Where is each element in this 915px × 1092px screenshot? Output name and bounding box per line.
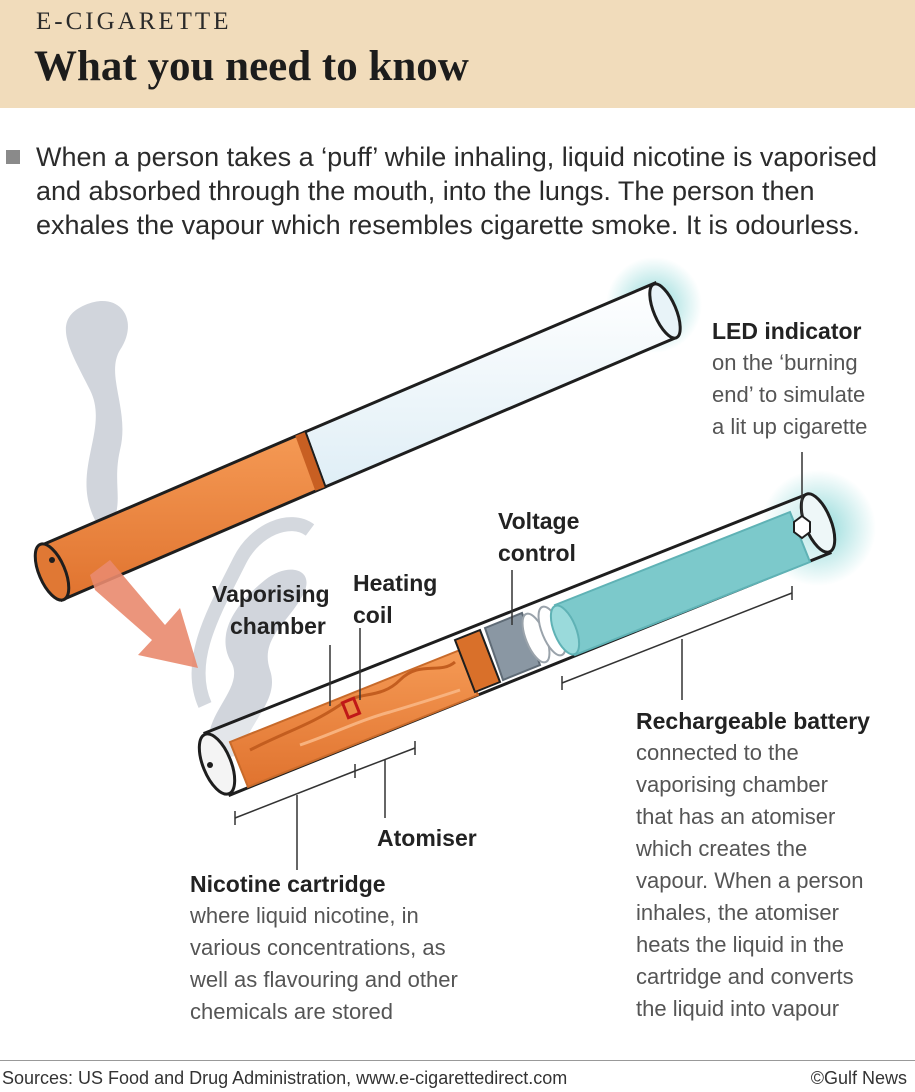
sources-text: Sources: US Food and Drug Administration… [2,1068,568,1088]
battery-desc-8: cartridge and converts [636,964,854,989]
heating-line-1: Heating [353,570,438,596]
led-desc-3: a lit up cigarette [712,414,868,439]
nicotine-desc-3: well as flavouring and other [190,967,458,992]
voltage-line-1: Voltage [498,508,580,534]
bullet-square-icon [6,150,20,164]
battery-desc-7: heats the liquid in the [636,932,844,957]
label-voltage-control: Voltage control [498,505,579,569]
nicotine-desc-1: where liquid nicotine, in [190,903,419,928]
vaporising-line-2: chamber [230,613,326,639]
label-nicotine-cartridge: Nicotine cartridge where liquid nicotine… [190,868,458,1028]
smoke-plume-bottom [208,569,307,760]
battery-desc-5: vapour. When a person [636,868,864,893]
nicotine-title: Nicotine cartridge [190,871,386,897]
vaporising-line-1: Vaporising [212,581,330,607]
header-banner: E-CIGARETTE What you need to know [0,0,915,108]
label-rechargeable-battery: Rechargeable battery connected to the va… [636,705,870,1025]
led-icon [793,514,811,540]
led-desc-2: end’ to simulate [712,382,866,407]
led-desc-1: on the ‘burning [712,350,858,375]
kicker: E-CIGARETTE [36,8,232,35]
label-atomiser: Atomiser [377,822,477,854]
label-vaporising-chamber: Vaporising chamber [212,578,330,642]
nicotine-desc-2: various concentrations, as [190,935,446,960]
footer-divider [0,1060,915,1061]
voltage-line-2: control [498,540,576,566]
nicotine-desc-4: chemicals are stored [190,999,393,1024]
battery-desc-6: inhales, the atomiser [636,900,839,925]
arrow-icon [90,560,198,668]
intro-text: When a person takes a ‘puff’ while inhal… [36,142,877,240]
label-heating-coil: Heating coil [353,567,437,631]
label-led-indicator: LED indicator on the ‘burning end’ to si… [712,315,867,443]
led-title: LED indicator [712,318,862,344]
atomiser-title: Atomiser [377,825,477,851]
battery-desc-2: vaporising chamber [636,772,828,797]
e-cigarette [197,492,837,797]
battery-desc-3: that has an atomiser [636,804,836,829]
battery-desc-1: connected to the [636,740,799,765]
battery-title: Rechargeable battery [636,708,870,734]
traditional-cigarette [33,280,682,603]
battery-desc-4: which creates the [636,836,808,861]
smoke-plume-top [65,301,128,525]
battery-desc-9: the liquid into vapour [636,996,840,1021]
headline: What you need to know [34,43,469,90]
heating-line-2: coil [353,602,393,628]
credit-text: ©Gulf News [810,1068,907,1088]
